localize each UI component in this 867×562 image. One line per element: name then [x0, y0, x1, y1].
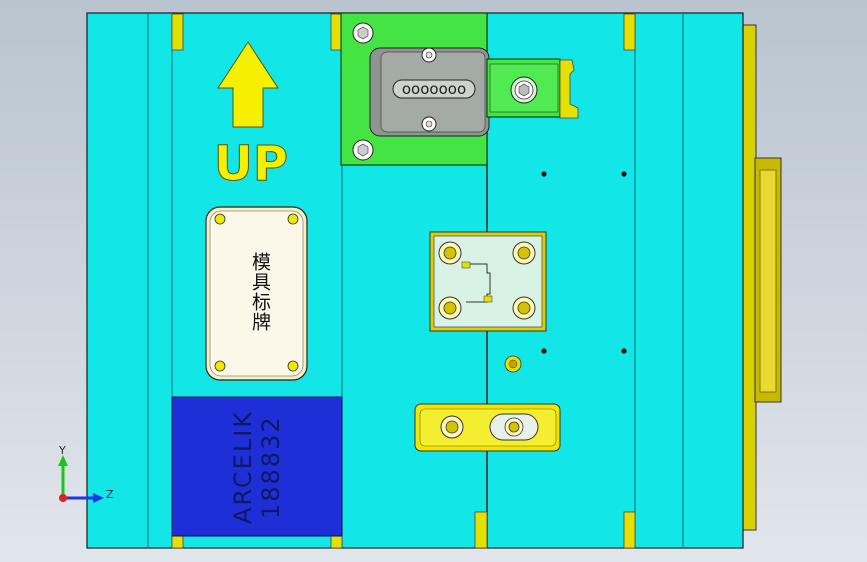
slider-slot-text: ooooooo	[402, 80, 466, 98]
locating-ring	[741, 24, 782, 531]
nameplate[interactable]	[205, 206, 308, 381]
mold-id-plate[interactable]	[171, 396, 343, 537]
mold-id-text: ARCELIK 188832	[172, 397, 342, 537]
lock-block[interactable]	[429, 231, 547, 332]
latch-plate[interactable]	[414, 403, 561, 452]
company-name: ARCELIK	[229, 410, 257, 525]
slider-block[interactable]: ooooooo	[340, 12, 490, 166]
triad-z-label: Z	[106, 488, 114, 501]
triad-y-label: Y	[58, 444, 66, 457]
ejector-dots	[541, 171, 627, 354]
up-label: UP	[214, 136, 288, 192]
screw	[504, 355, 522, 373]
plate-divisions	[147, 13, 684, 548]
slider-heel[interactable]	[486, 58, 579, 119]
mold-number: 188832	[257, 415, 285, 519]
nameplate-text: 模具标牌	[249, 252, 271, 332]
coordinate-triad: Y Z	[58, 444, 114, 503]
up-arrow-icon	[217, 41, 279, 128]
